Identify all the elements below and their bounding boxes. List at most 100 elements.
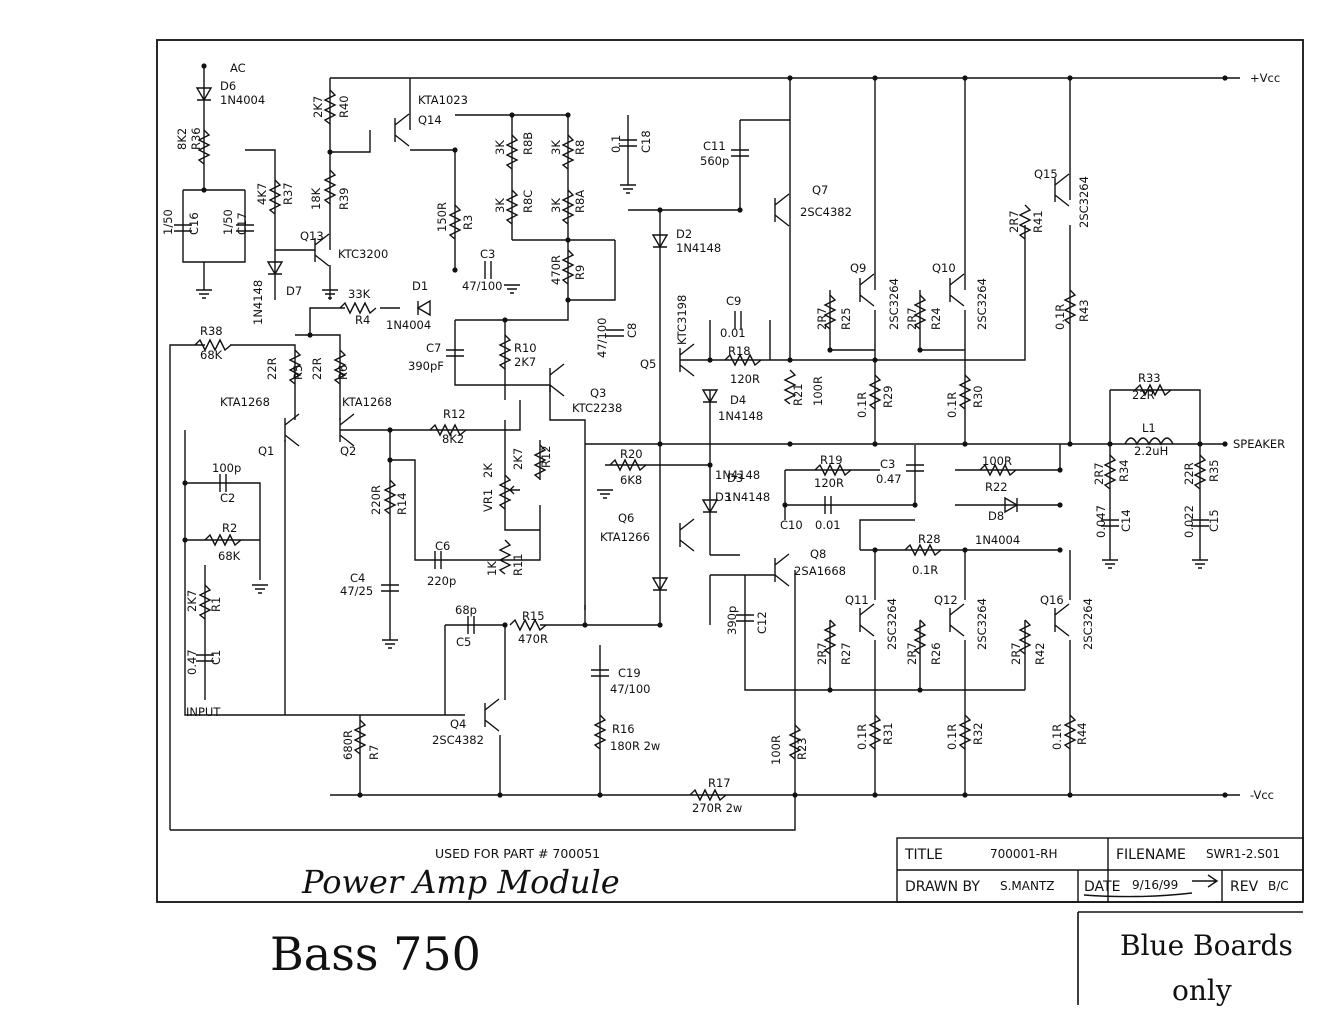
- component-label-154: Q12: [934, 593, 958, 607]
- component-label-102: KTA1268: [342, 395, 392, 409]
- component-label-77: 1N4148: [718, 409, 763, 423]
- component-label-23: R3: [461, 215, 475, 230]
- ground-icon-1: [322, 289, 338, 299]
- component-label-68: C8: [625, 323, 639, 338]
- component-label-48: Q15: [1034, 167, 1058, 181]
- component-label-152: R27: [839, 642, 853, 665]
- component-label-24: C3: [480, 247, 495, 261]
- component-label-51: R41: [1031, 210, 1045, 233]
- component-label-151: 2R7: [815, 642, 829, 665]
- component-label-149: C12: [755, 611, 769, 634]
- component-label-123: R12: [539, 445, 553, 468]
- transistor-8: [284, 413, 300, 447]
- component-label-120: VR1: [481, 489, 495, 512]
- component-label-126: R20: [620, 447, 643, 461]
- component-label-100: KTA1268: [220, 395, 270, 409]
- rev-label: REV: [1230, 879, 1259, 895]
- component-label-29: 1N4004: [386, 318, 431, 332]
- component-label-50: 2R7: [1007, 210, 1021, 233]
- component-label-167: 47/100: [610, 682, 650, 696]
- component-label-135: 120R: [814, 476, 844, 490]
- drawing-frame: [156, 39, 1304, 903]
- component-label-92: 0.047: [1094, 505, 1108, 538]
- component-label-36: 3K: [549, 198, 563, 213]
- diode-h-1: [1004, 496, 1019, 514]
- component-label-116: C4: [350, 571, 365, 585]
- component-label-119: 220p: [427, 574, 456, 588]
- component-label-114: 220R: [369, 485, 383, 515]
- resistor-h-4: [509, 618, 547, 632]
- component-label-17: R39: [337, 187, 351, 210]
- component-label-49: 2SC3264: [1077, 176, 1091, 228]
- component-label-127: 6K8: [620, 473, 642, 487]
- resistor-v-0: [197, 129, 211, 165]
- component-label-147: 2SA1668: [794, 564, 846, 578]
- component-label-56: R25: [839, 307, 853, 330]
- component-label-86: L1: [1142, 421, 1156, 435]
- component-label-73: Q3: [590, 386, 606, 400]
- rev-value: B/C: [1268, 879, 1289, 893]
- ground-icon-2: [504, 284, 520, 294]
- component-label-32: 3K: [549, 140, 563, 155]
- component-label-52: 0.1R: [1053, 304, 1067, 330]
- resistor-h-11: [1134, 383, 1172, 397]
- capacitor-v-6: [446, 349, 464, 357]
- diode-1: [266, 261, 284, 276]
- ground-icon-6: [382, 639, 398, 649]
- component-label-6: C17: [235, 212, 249, 235]
- capacitor-h-3: [824, 496, 832, 514]
- component-label-0: D6: [220, 79, 236, 93]
- transistor-2: [549, 363, 565, 397]
- ground-icon-0: [196, 289, 212, 299]
- resistor-h-7: [814, 463, 852, 477]
- capacitor-v-11: [1101, 519, 1119, 527]
- component-label-54: Q9: [850, 261, 866, 275]
- component-label-93: C14: [1119, 509, 1133, 532]
- component-label-45: 2SC4382: [800, 205, 852, 219]
- component-label-11: 1N4148: [251, 280, 265, 325]
- resistor-v-14: [498, 474, 512, 510]
- diode-4: [701, 499, 719, 514]
- component-label-94: 0.022: [1182, 505, 1196, 538]
- ground-icon-8: [1192, 559, 1208, 569]
- resistor-v-22: [958, 374, 972, 410]
- component-label-18: KTA1023: [418, 93, 468, 107]
- component-label-170: 680R: [341, 730, 355, 760]
- component-label-83: R30: [971, 385, 985, 408]
- junction-dots: [182, 63, 1228, 798]
- transistor-11: [774, 553, 790, 587]
- component-label-74: KTC2238: [572, 401, 622, 415]
- title-block: TITLE 700001-RH FILENAME SWR1-2.S01 DRAW…: [896, 837, 1304, 903]
- component-label-115: R14: [395, 492, 409, 515]
- capacitor-h-5: [467, 616, 475, 634]
- component-label-30: 3K: [493, 140, 507, 155]
- component-label-146: Q8: [810, 547, 826, 561]
- component-label-95: C15: [1207, 509, 1221, 532]
- component-label-28: D1: [412, 279, 428, 293]
- capacitor-h-1: [219, 474, 227, 492]
- capacitor-h-0: [484, 261, 492, 279]
- component-label-129: KTA1266: [600, 530, 650, 544]
- capacitor-v-1: [236, 224, 254, 232]
- capacitor-h-2: [734, 311, 742, 329]
- component-label-148: 390p: [725, 606, 739, 635]
- component-label-57: 2SC3264: [887, 278, 901, 330]
- component-label-81: R29: [881, 385, 895, 408]
- component-label-131: 1N4148: [725, 490, 770, 504]
- title-label: TITLE: [904, 847, 943, 863]
- component-label-41: C18: [639, 130, 653, 153]
- date-label: DATE: [1084, 879, 1120, 895]
- component-label-61: 2SC3264: [975, 278, 989, 330]
- trimmer-arrow-icon: [509, 485, 520, 495]
- component-label-71: R10: [514, 341, 537, 355]
- filename-value: SWR1-2.S01: [1206, 847, 1280, 861]
- capacitor-h-4: [434, 551, 442, 569]
- component-label-177: R31: [881, 722, 895, 745]
- resistor-v-3: [323, 169, 337, 205]
- capacitor-v-4: [381, 584, 399, 592]
- resistor-v-34: [913, 619, 927, 655]
- component-label-96: 22R: [265, 357, 279, 380]
- component-label-144: R28: [918, 532, 941, 546]
- component-label-113: C1: [209, 650, 223, 665]
- component-label-19: Q14: [418, 113, 442, 127]
